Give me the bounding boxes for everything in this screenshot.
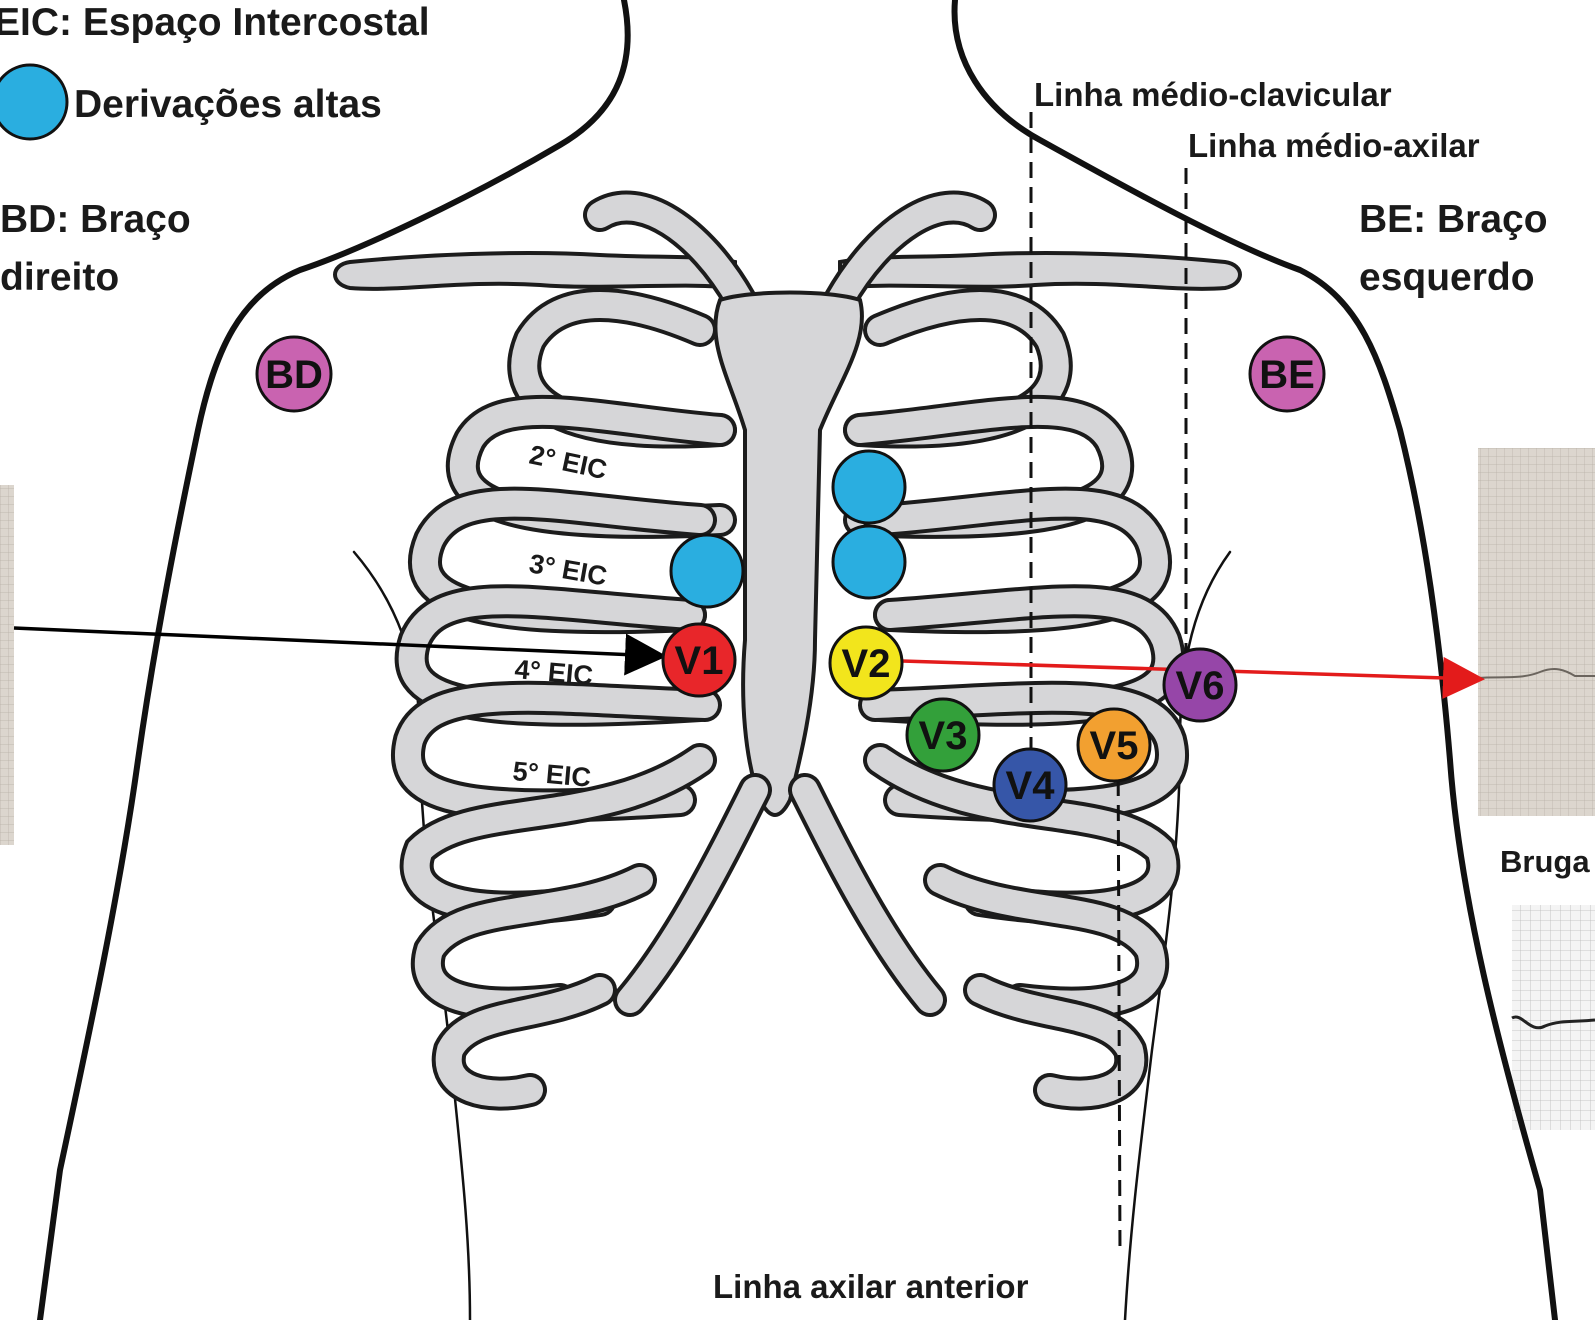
midaxillary-label: Linha médio-axilar <box>1188 127 1480 164</box>
electrode-v1-label: V1 <box>675 639 724 683</box>
electrode-be: BE <box>1250 337 1324 411</box>
electrode-v3-label: V3 <box>919 714 968 758</box>
eic-label-2: 2° EIC <box>527 440 610 486</box>
high-lead-electrode <box>833 526 905 598</box>
eic-label-5: 5° EIC <box>511 756 592 793</box>
eic-label-3: 3° EIC <box>527 548 609 591</box>
rib-cage <box>335 208 1240 1094</box>
left-arm-title: BE: Braço <box>1359 198 1548 241</box>
electrode-be-label: BE <box>1259 353 1315 397</box>
clavicle-right <box>335 253 735 289</box>
ecg-inset-right-top <box>1478 448 1595 816</box>
electrode-v6: V6 <box>1164 649 1236 721</box>
electrode-v1: V1 <box>663 624 735 696</box>
electrode-v5-label: V5 <box>1090 724 1139 768</box>
ecg-caption: Bruga <box>1500 844 1590 879</box>
ribs-left <box>408 305 720 1094</box>
electrode-v6-label: V6 <box>1176 664 1225 708</box>
high-lead-electrode <box>671 535 743 607</box>
ecg-inset-left <box>0 485 14 845</box>
right-arm-title-line2: direito <box>0 256 119 299</box>
midclavicular-label: Linha médio-clavicular <box>1034 76 1392 113</box>
ecg-inset-right-bottom <box>1512 905 1595 1130</box>
clavicle-left <box>840 253 1240 289</box>
right-arm-title: BD: Braço <box>0 198 191 241</box>
legend-high-leads: Derivações altas <box>74 83 382 126</box>
electrode-v4: V4 <box>994 749 1066 821</box>
legend-eic-definition: EIC: Espaço Intercostal <box>0 1 430 44</box>
high-lead-electrode <box>833 451 905 523</box>
left-arm-title-line2: esquerdo <box>1359 256 1535 299</box>
electrode-bd-label: BD <box>265 353 323 397</box>
electrode-v5: V5 <box>1078 709 1150 781</box>
electrode-v3: V3 <box>907 699 979 771</box>
high-lead-legend-icon <box>0 65 67 139</box>
electrode-v2-label: V2 <box>842 642 891 686</box>
electrode-bd: BD <box>257 337 331 411</box>
anterior-axillary-line <box>1118 730 1120 1255</box>
electrode-v2: V2 <box>830 627 902 699</box>
anterior-axillary-label: Linha axilar anterior <box>713 1268 1029 1305</box>
electrode-v4-label: V4 <box>1006 764 1056 808</box>
